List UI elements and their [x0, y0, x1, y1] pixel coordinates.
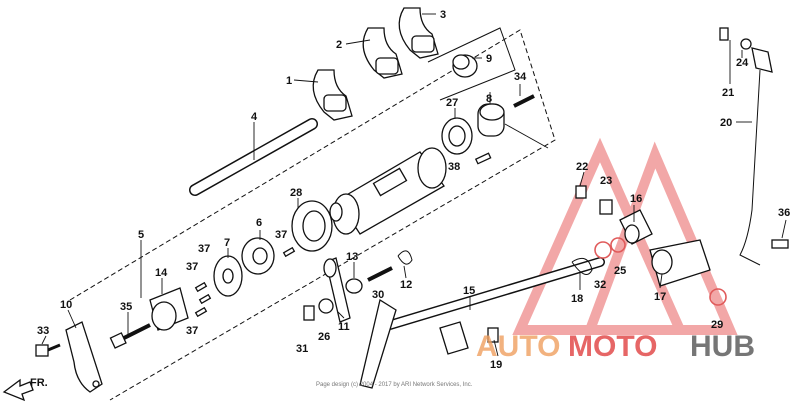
- bearing: [441, 117, 473, 155]
- callout-11: 11: [338, 321, 350, 333]
- callout-37d: 37: [186, 325, 198, 337]
- callout-38: 38: [448, 161, 460, 173]
- direction-label: FR.: [30, 377, 48, 389]
- pin-37c: [198, 293, 212, 305]
- pin-37b: [194, 281, 208, 293]
- callout-36: 36: [778, 207, 790, 219]
- shift-spindle: [359, 257, 605, 389]
- callout-34: 34: [514, 71, 527, 83]
- callout-3: 3: [440, 9, 446, 21]
- copyright-text: Page design (c) 2004 - 2017 by ARI Netwo…: [316, 382, 473, 388]
- pin-37d: [194, 306, 208, 318]
- callout-5: 5: [138, 229, 144, 241]
- callout-29: 29: [711, 319, 723, 331]
- bolt-19: [487, 327, 499, 343]
- callout-22: 22: [576, 161, 588, 173]
- shift-arm-17: [649, 239, 711, 287]
- callout-31: 31: [296, 343, 308, 355]
- callout-19: 19: [490, 359, 502, 371]
- watermark-part-1: AUTO: [476, 330, 560, 363]
- callout-37c: 37: [186, 261, 198, 273]
- callout-1: 1: [286, 75, 292, 87]
- dowel-pin: [474, 152, 492, 165]
- bolt-34: [513, 94, 535, 108]
- front-direction-arrow: FR.: [2, 377, 48, 402]
- callout-37b: 37: [198, 243, 210, 255]
- callout-16: 16: [630, 193, 642, 205]
- spring-18: [571, 257, 593, 275]
- callout-13: 13: [346, 251, 358, 263]
- bolt-22: [575, 185, 587, 199]
- oil-seal-29: [709, 288, 727, 306]
- bearing-holder: [477, 103, 505, 137]
- callout-35: 35: [120, 301, 132, 313]
- bearing-cap: [149, 287, 189, 331]
- callout-6: 6: [256, 217, 262, 229]
- callout-2: 2: [336, 39, 342, 51]
- callout-18: 18: [571, 293, 583, 305]
- callout-27: 27: [446, 97, 458, 109]
- oil-seal-25: [610, 237, 626, 253]
- stopper-plate: [65, 321, 103, 393]
- callout-37a: 37: [275, 229, 287, 241]
- shift-rod: [719, 27, 773, 266]
- collar: [345, 278, 363, 294]
- spindle-arm-16: [619, 209, 653, 245]
- clip-23: [599, 199, 613, 215]
- shift-fork-3: [398, 7, 439, 59]
- callout-17: 17: [654, 291, 666, 303]
- callout-33: 33: [37, 325, 49, 337]
- callout-10: 10: [60, 299, 72, 311]
- callout-26: 26: [318, 331, 330, 343]
- callout-32: 32: [594, 279, 606, 291]
- callout-25: 25: [614, 265, 626, 277]
- callout-14: 14: [155, 267, 168, 279]
- callout-24: 24: [736, 57, 749, 69]
- bolt-35: [109, 323, 151, 349]
- watermark-text: AUTO MOTO HUB: [476, 330, 755, 363]
- callout-21: 21: [722, 87, 734, 99]
- watermark-part-2: MOTO: [568, 330, 657, 363]
- callout-28: 28: [290, 187, 302, 199]
- leader-lines: [41, 13, 787, 357]
- callout-30: 30: [372, 289, 384, 301]
- bolt-36: [771, 239, 789, 249]
- drum-bearing: [291, 200, 333, 252]
- plate: [213, 255, 243, 297]
- bearing-outline: [427, 27, 516, 101]
- washer-26: [318, 298, 334, 314]
- callout-23: 23: [600, 175, 612, 187]
- callout-15: 15: [463, 285, 475, 297]
- callout-20: 20: [720, 117, 732, 129]
- callout-12: 12: [400, 279, 412, 291]
- shift-fork-1: [312, 69, 353, 121]
- callout-4: 4: [251, 111, 258, 123]
- pin-37a: [282, 246, 296, 258]
- bolt-31: [303, 305, 315, 321]
- stopper-arm: [323, 257, 351, 323]
- drum-center: [241, 237, 275, 275]
- callout-labels: 1 2 3 4 5 6 7 8 9 10 11 12 13 14 15 16 1…: [37, 9, 790, 371]
- roller: [452, 54, 478, 78]
- bolt-33: [35, 343, 61, 357]
- fork-shaft: [189, 118, 318, 196]
- shift-fork-2: [362, 27, 403, 79]
- washer-32: [594, 241, 612, 259]
- callout-7: 7: [224, 237, 230, 249]
- shift-drum: [329, 147, 447, 235]
- callout-9: 9: [486, 53, 492, 65]
- bolt-30: [367, 266, 393, 282]
- spring-12: [397, 250, 413, 265]
- callout-8: 8: [486, 93, 492, 105]
- watermark-part-3: HUB: [690, 330, 755, 363]
